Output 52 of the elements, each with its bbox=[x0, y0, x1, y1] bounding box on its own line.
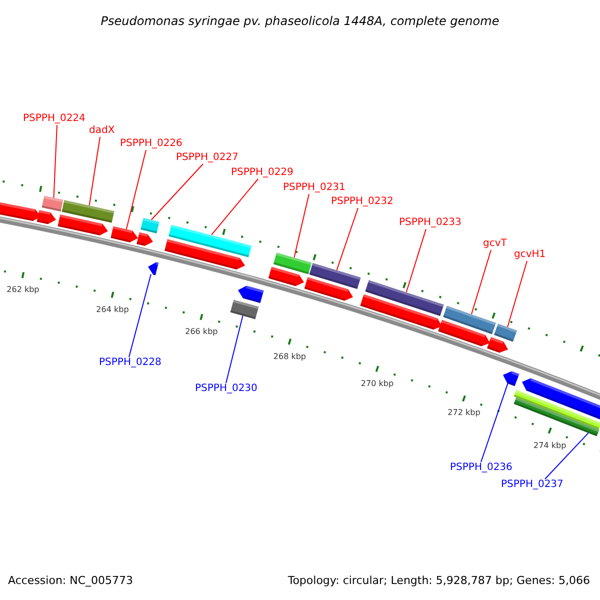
gene-label: PSPPH_0226 bbox=[120, 138, 182, 150]
gene-block bbox=[514, 397, 600, 436]
gene-label: PSPPH_0230 bbox=[195, 383, 258, 395]
gene-block bbox=[140, 218, 160, 234]
gene-block bbox=[309, 263, 361, 289]
gene-block bbox=[42, 196, 64, 212]
coding-sequence-block bbox=[110, 226, 138, 242]
leader-line bbox=[126, 150, 146, 230]
leader-line bbox=[294, 194, 310, 258]
gene-label: PSPPH_0237 bbox=[501, 479, 564, 491]
gene-label: PSPPH_0233 bbox=[399, 217, 462, 229]
gene-block bbox=[365, 280, 444, 316]
gene-label: dadX bbox=[89, 125, 115, 137]
gene-block bbox=[494, 324, 518, 342]
scale-label: 268 kbp bbox=[273, 352, 306, 362]
leader-line bbox=[544, 432, 589, 480]
genome-summary: Topology: circular; Length: 5,928,787 bp; Genes: 5,066 bbox=[288, 574, 590, 588]
leader-line bbox=[507, 260, 528, 328]
diagram-title: Pseudomonas syringae pv. phaseolicola 1448A, complete genome bbox=[100, 14, 500, 28]
scale-label: 274 kbp bbox=[534, 440, 566, 451]
leader-line bbox=[211, 178, 258, 236]
leader-line bbox=[128, 274, 152, 358]
scale-label: 264 kbp bbox=[96, 304, 129, 315]
gene-block bbox=[273, 252, 312, 274]
gene-label: PSPPH_0224 bbox=[23, 113, 86, 125]
scale-label: 272 kbp bbox=[448, 408, 480, 418]
gene-block bbox=[230, 300, 259, 320]
leader-line bbox=[88, 136, 100, 206]
leader-line bbox=[226, 315, 244, 384]
gene-label: PSPPH_0231 bbox=[283, 182, 346, 194]
gene-label: gcvH1 bbox=[514, 249, 546, 261]
gene-label: PSPPH_0229 bbox=[231, 167, 294, 179]
scale-label: 270 kbp bbox=[360, 378, 394, 389]
gene-block bbox=[62, 200, 114, 223]
gene-label: gcvT bbox=[483, 238, 507, 250]
gene-block bbox=[168, 224, 252, 258]
leader-line bbox=[470, 250, 492, 315]
gene-label: PSPPH_0228 bbox=[99, 357, 162, 369]
gene-block bbox=[443, 306, 496, 334]
leader-line bbox=[53, 124, 58, 198]
gene-label: PSPPH_0232 bbox=[331, 196, 394, 208]
coding-sequence-block bbox=[148, 262, 159, 276]
gene-label: PSPPH_0227 bbox=[176, 152, 238, 164]
scale-label: 262 kbp bbox=[6, 285, 40, 296]
leader-line bbox=[406, 228, 426, 293]
coding-sequence-block bbox=[503, 371, 520, 386]
gene-label: PSPPH_0236 bbox=[450, 462, 512, 474]
leader-line bbox=[336, 208, 358, 271]
accession-note: Accession: NC_005773 bbox=[8, 574, 134, 588]
scale-label: 266 kbp bbox=[185, 326, 218, 337]
leader-line bbox=[480, 383, 508, 462]
leader-line bbox=[150, 164, 204, 220]
